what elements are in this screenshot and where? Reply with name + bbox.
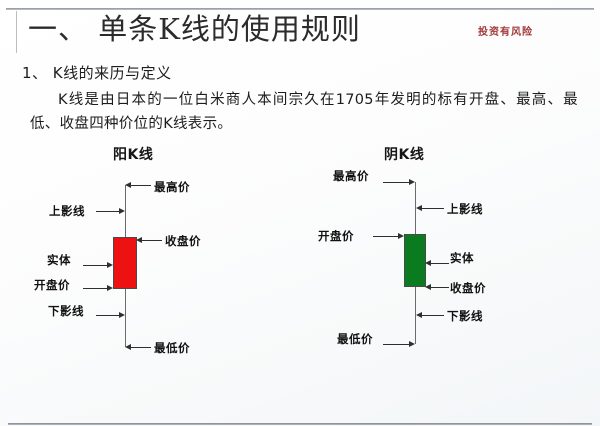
bullish-lower-shadow-arrow xyxy=(96,312,125,318)
bullish-open-label: 开盘价 xyxy=(34,278,70,292)
bullish-low-arrow xyxy=(125,344,151,350)
bullish-real-body-label: 实体 xyxy=(47,253,71,267)
bullish-open-arrow xyxy=(83,285,113,291)
bullish-upper-shadow-label: 上影线 xyxy=(49,204,85,218)
bullish-upper-shadow-arrow xyxy=(96,208,125,214)
bearish-real-body-arrow xyxy=(425,260,449,266)
bearish-low-label: 最低价 xyxy=(337,332,373,346)
bullish-real-body-arrow xyxy=(83,262,113,268)
bullish-candle-diagram: 阳K线 最高价 上影线 收盘价 实体 开盘价 下影线 最低价 xyxy=(34,147,201,355)
bearish-open-arrow xyxy=(373,233,404,239)
bearish-diagram-title: 阴K线 xyxy=(384,147,425,163)
bottom-divider-rule xyxy=(8,423,592,425)
bearish-lower-shadow-arrow xyxy=(416,312,444,318)
bearish-close-arrow xyxy=(425,284,449,290)
bullish-low-label: 最低价 xyxy=(154,341,190,355)
bearish-real-body-label: 实体 xyxy=(450,251,474,265)
bearish-upper-shadow-arrow xyxy=(416,205,444,211)
bullish-real-body xyxy=(113,237,137,289)
top-divider-rule xyxy=(6,8,594,10)
bearish-low-arrow xyxy=(383,341,415,347)
bearish-lower-shadow-label: 下影线 xyxy=(447,309,483,323)
bullish-close-arrow xyxy=(136,237,162,243)
bearish-high-arrow xyxy=(383,179,415,185)
bearish-high-label: 最高价 xyxy=(333,169,369,183)
bullish-close-label: 收盘价 xyxy=(165,234,201,248)
bullish-diagram-title: 阳K线 xyxy=(113,147,154,163)
bearish-real-body xyxy=(404,234,426,287)
section-heading: 1、 K线的来历与定义 xyxy=(22,64,172,82)
body-paragraph: K线是由日本的一位白米商人本间宗久在1705年发明的标有开盘、最高、最低、收盘四… xyxy=(30,92,578,132)
bullish-high-arrow xyxy=(125,182,151,188)
bullish-lower-shadow-label: 下影线 xyxy=(48,304,84,318)
bearish-open-label: 开盘价 xyxy=(318,229,354,243)
bearish-upper-shadow-label: 上影线 xyxy=(447,202,483,216)
bearish-close-label: 收盘价 xyxy=(450,281,486,295)
title-left-rule xyxy=(16,11,17,53)
risk-warning-text: 投资有风险 xyxy=(478,27,533,38)
bullish-high-label: 最高价 xyxy=(154,180,190,194)
page-title: 一、 单条K线的使用规则 xyxy=(28,12,361,46)
bearish-candle-diagram: 阴K线 最高价 上影线 开盘价 实体 收盘价 下影线 最低价 xyxy=(300,0,600,426)
